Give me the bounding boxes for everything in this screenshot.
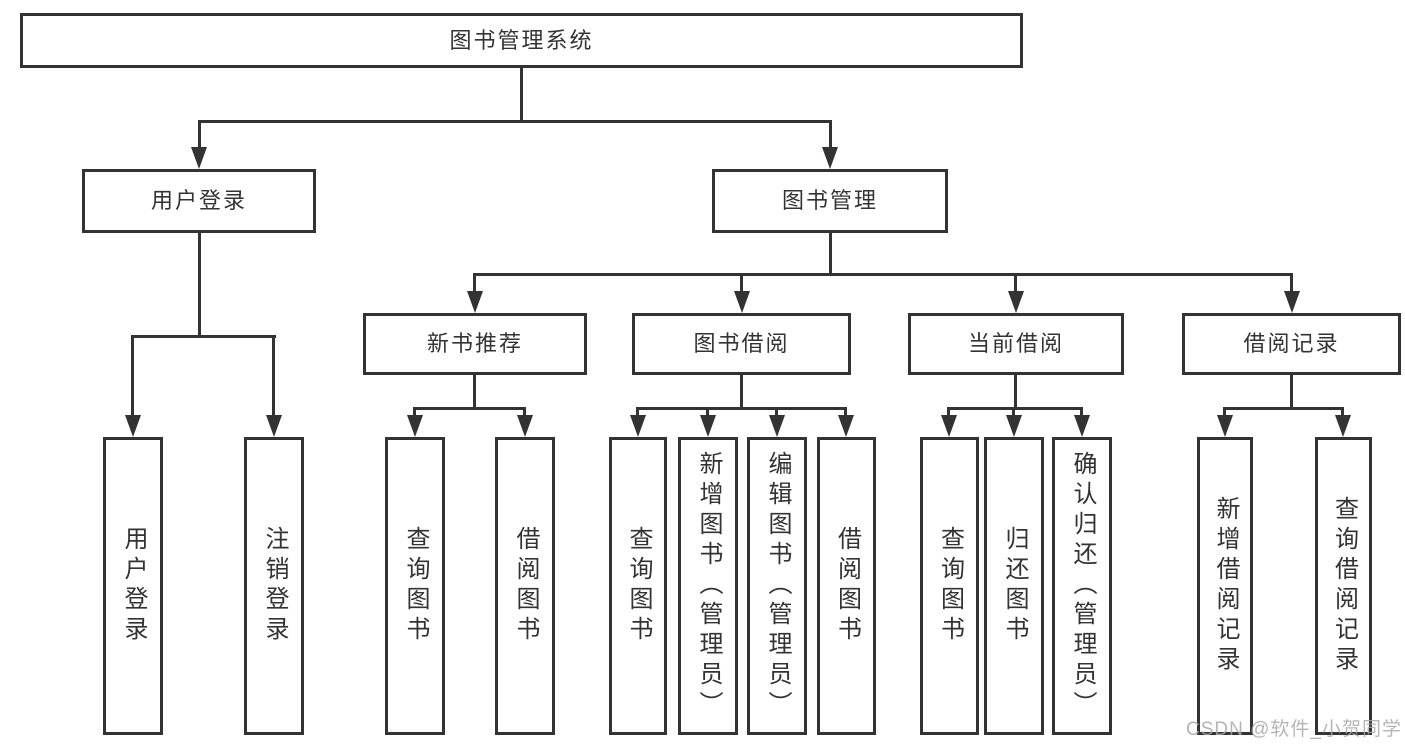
arrowhead-down: [769, 415, 785, 437]
connector-rail: [1223, 407, 1344, 410]
connector-drop: [1012, 407, 1015, 419]
node-borrow-records: 借阅记录: [1182, 313, 1401, 375]
arrowhead-down: [125, 415, 141, 437]
node-current-borrow: 当前借阅: [908, 313, 1124, 375]
arrowhead-down: [1074, 415, 1090, 437]
arrowhead-down: [1284, 291, 1300, 313]
leaf-logout: 注销登录: [244, 437, 304, 735]
leaf-return-book: 归还图书: [984, 437, 1044, 735]
connector-rail: [636, 407, 847, 410]
connector-drop: [706, 407, 709, 419]
connector-drop: [1341, 407, 1344, 419]
leaf-query-books-borrow: 查询图书: [609, 437, 667, 735]
connector-stem: [1014, 375, 1017, 410]
leaf-borrow-books: 借阅图书: [817, 437, 876, 735]
connector-stem: [740, 375, 743, 410]
connector-drop: [131, 335, 134, 417]
connector-stem: [473, 375, 476, 410]
watermark-text: CSDN @软件_小贺同学: [1186, 719, 1402, 740]
connector-drop: [947, 407, 950, 419]
arrowhead-down: [734, 291, 750, 313]
arrowhead-down: [630, 415, 646, 437]
connector-drop: [636, 407, 639, 419]
connector-root-stem: [520, 68, 523, 123]
arrowhead-down: [1335, 415, 1351, 437]
connector-stem: [1290, 375, 1293, 410]
leaf-confirm-return-admin: 确认归还（管理员）: [1052, 437, 1112, 735]
arrowhead-down: [467, 291, 483, 313]
connector-drop: [272, 335, 275, 417]
leaf-user-login: 用户登录: [103, 437, 163, 735]
arrowhead-down: [266, 415, 282, 437]
connector-drop: [844, 407, 847, 419]
connector-drop: [413, 407, 416, 419]
leaf-borrow-books-recommend: 借阅图书: [495, 437, 555, 735]
leaf-query-books-current: 查询图书: [920, 437, 979, 735]
connector-rail: [947, 407, 1083, 410]
leaf-edit-book-admin: 编辑图书（管理员）: [747, 437, 807, 735]
arrowhead-down: [407, 415, 423, 437]
connector-drop: [775, 407, 778, 419]
arrowhead-down: [700, 415, 716, 437]
arrowhead-down: [191, 147, 207, 169]
connector-drop: [1223, 407, 1226, 419]
connector-user-login-rail: [131, 335, 276, 338]
leaf-query-borrow-record: 查询借阅记录: [1315, 437, 1372, 735]
arrowhead-down: [941, 415, 957, 437]
arrowhead-down: [1217, 415, 1233, 437]
connector-drop: [829, 120, 832, 148]
node-user-login: 用户登录: [82, 169, 316, 233]
connector-level3-rail: [473, 273, 1293, 276]
connector-user-login-stem: [198, 233, 201, 338]
connector-root-rail: [198, 120, 832, 123]
connector-book-mgmt-stem: [829, 233, 832, 276]
node-library-system: 图书管理系统: [20, 13, 1023, 68]
connector-rail: [413, 407, 526, 410]
connector-drop: [1014, 273, 1017, 293]
connector-drop: [740, 273, 743, 293]
leaf-add-book-admin: 新增图书（管理员）: [678, 437, 738, 735]
connector-drop: [198, 120, 201, 148]
node-new-book-recommend: 新书推荐: [363, 313, 587, 375]
connector-drop: [523, 407, 526, 419]
arrowhead-down: [1006, 415, 1022, 437]
arrowhead-down: [517, 415, 533, 437]
leaf-query-books-recommend: 查询图书: [385, 437, 445, 735]
arrowhead-down: [1008, 291, 1024, 313]
connector-drop: [1080, 407, 1083, 419]
connector-drop: [1290, 273, 1293, 293]
arrowhead-down: [822, 147, 838, 169]
arrowhead-down: [838, 415, 854, 437]
node-book-management: 图书管理: [712, 169, 948, 233]
connector-drop: [473, 273, 476, 293]
leaf-add-borrow-record: 新增借阅记录: [1197, 437, 1253, 735]
node-book-borrow: 图书借阅: [632, 313, 851, 375]
